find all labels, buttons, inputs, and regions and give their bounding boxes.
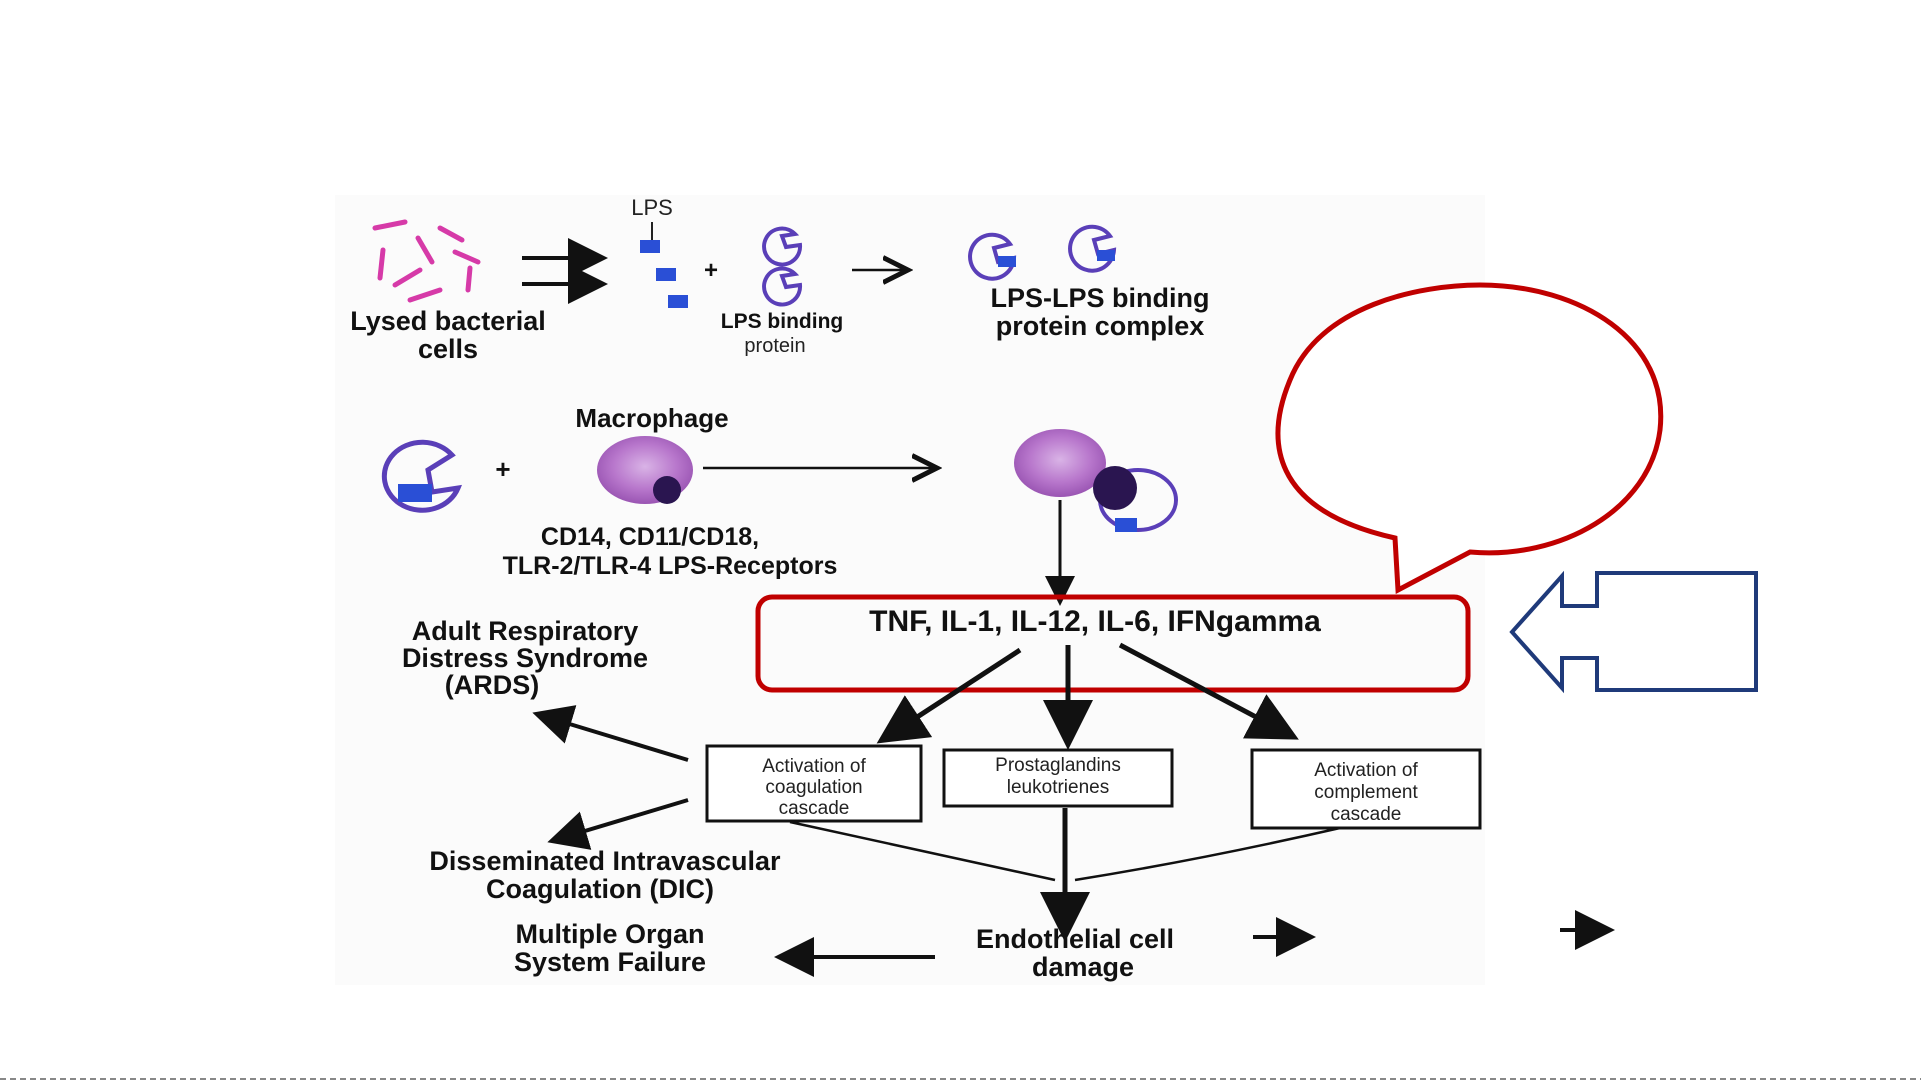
complement-box-line-2: complement bbox=[1314, 782, 1418, 803]
prostaglandins-box bbox=[942, 748, 1174, 808]
complement-box-line-3: cascade bbox=[1331, 804, 1402, 825]
lps-complex-icon bbox=[381, 439, 463, 513]
ards-label-3: (ARDS) bbox=[445, 670, 540, 700]
lbp-label-2: protein bbox=[744, 335, 805, 357]
left-arrow-callout-icon bbox=[1509, 570, 1758, 694]
endothelial-label-1: Endothelial cell bbox=[976, 924, 1174, 954]
prostaglandins-box-line-1: Prostaglandins bbox=[995, 755, 1121, 776]
complement-box bbox=[1250, 748, 1482, 830]
complement-box-line-1: Activation of bbox=[1314, 760, 1418, 781]
macrophage-label: Macrophage bbox=[575, 403, 728, 433]
cytokine-arrows bbox=[876, 642, 1299, 750]
lps-molecule-icon bbox=[668, 295, 688, 308]
lps-molecule-icon bbox=[656, 268, 676, 281]
complex-label-1: LPS-LPS binding bbox=[991, 283, 1210, 313]
coagulation-box-line-3: cascade bbox=[779, 798, 850, 819]
lysed-cells-label-2: cells bbox=[418, 334, 478, 364]
mosf-label-2: System Failure bbox=[514, 947, 706, 977]
cytokines-highlight-box bbox=[755, 594, 1471, 693]
macrophage-icon bbox=[597, 436, 693, 504]
lysed-bacteria-icon bbox=[372, 219, 481, 303]
diagram-panel bbox=[335, 195, 1485, 985]
plus-sign: + bbox=[704, 257, 718, 284]
ards-label-1: Adult Respiratory bbox=[412, 616, 639, 646]
lysed-cells-label-1: Lysed bacterial bbox=[350, 306, 546, 336]
ards-label-2: Distress Syndrome bbox=[402, 643, 648, 673]
lps-molecule-icon bbox=[640, 240, 660, 253]
receptors-label-2: TLR-2/TLR-4 LPS-Receptors bbox=[503, 552, 838, 580]
lps-label: LPS bbox=[631, 195, 673, 220]
lbp-label-1: LPS binding bbox=[721, 310, 843, 333]
activated-macrophage-icon bbox=[1014, 429, 1178, 532]
double-arrow-icon bbox=[522, 238, 608, 304]
prostaglandins-box-line-2: leukotrienes bbox=[1007, 777, 1109, 798]
lps-complex-icon bbox=[968, 224, 1117, 281]
complex-label-2: protein complex bbox=[996, 311, 1205, 341]
mosf-label-1: Multiple Organ bbox=[516, 919, 705, 949]
callout-bubble bbox=[1275, 282, 1664, 595]
receptors-label-1: CD14, CD11/CD18, bbox=[541, 523, 759, 551]
coagulation-outcome-arrows bbox=[532, 705, 689, 850]
coagulation-box-line-2: coagulation bbox=[765, 777, 862, 798]
endothelial-label-2: damage bbox=[1032, 952, 1134, 982]
coagulation-box bbox=[705, 744, 923, 823]
dic-label-1: Disseminated Intravascular bbox=[429, 846, 781, 876]
dic-label-2: Coagulation (DIC) bbox=[486, 874, 714, 904]
coagulation-box-line-1: Activation of bbox=[762, 756, 866, 777]
lps-binding-protein-icon bbox=[762, 226, 803, 307]
plus-sign: + bbox=[495, 454, 510, 484]
converging-lines bbox=[789, 820, 1341, 882]
cytokines-label: TNF, IL-1, IL-12, IL-6, IFNgamma bbox=[869, 605, 1321, 638]
